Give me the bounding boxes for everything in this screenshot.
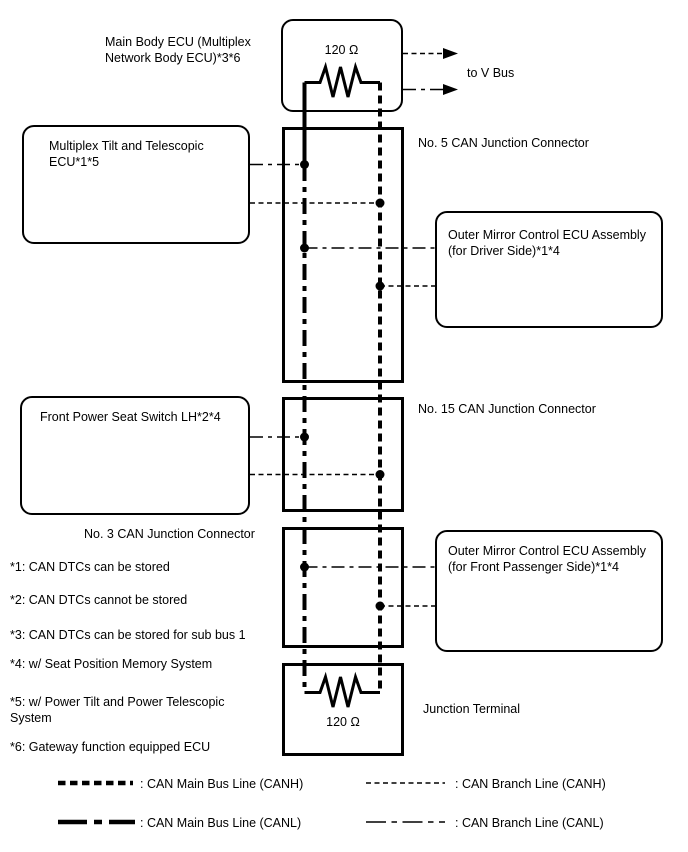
multiplex-tilt-ecu-label: Multiplex Tilt and Telescopic ECU*1*5 (49, 139, 204, 169)
junction-connector-3-box (282, 527, 404, 648)
junction-terminal-box: 120 Ω (282, 663, 404, 756)
mirror-driver-ecu-label: Outer Mirror Control ECU Assembly (for D… (448, 228, 646, 258)
mirror-passenger-ecu-box: Outer Mirror Control ECU Assembly (for F… (435, 530, 663, 652)
footnote-6: *6: Gateway function equipped ECU (10, 740, 211, 754)
legend-main-canh-label: : CAN Main Bus Line (CANH) (140, 777, 304, 791)
main-body-ecu-label: Main Body ECU (Multiplex Network Body EC… (105, 35, 251, 65)
to-v-bus-canh-arrow (403, 48, 458, 59)
junction-connector-15-box (282, 397, 404, 512)
footnote-5: *5: w/ Power Tilt and Power Telescopic S… (10, 695, 225, 725)
to-v-bus-canl-arrow (403, 84, 458, 95)
mirror-passenger-ecu-label: Outer Mirror Control ECU Assembly (for F… (448, 544, 646, 574)
multiplex-tilt-ecu-box: Multiplex Tilt and Telescopic ECU*1*5 (22, 125, 250, 244)
junction-dots (300, 160, 385, 611)
top-resistor-label: 120 Ω (324, 43, 359, 57)
to-v-bus-label: to V Bus (467, 66, 515, 80)
junction-connector-3-label: No. 3 CAN Junction Connector (84, 527, 255, 541)
legend-branch-canh-label: : CAN Branch Line (CANH) (455, 777, 606, 791)
seat-switch-label: Front Power Seat Switch LH*2*4 (40, 410, 221, 424)
junction-connector-5-box (282, 127, 404, 383)
legend-branch-canl-label: : CAN Branch Line (CANL) (455, 816, 604, 830)
footnote-2: *2: CAN DTCs cannot be stored (10, 593, 188, 607)
mirror-driver-ecu-box: Outer Mirror Control ECU Assembly (for D… (435, 211, 663, 328)
top-resistor-symbol (304, 61, 380, 98)
footnote-1: *1: CAN DTCs can be stored (10, 560, 170, 574)
bottom-resistor-label: 120 Ω (326, 715, 360, 729)
seat-switch-box: Front Power Seat Switch LH*2*4 (20, 396, 250, 515)
top-resistor-box: 120 Ω (281, 19, 403, 112)
bottom-resistor-symbol (304, 671, 380, 708)
footnote-4: *4: w/ Seat Position Memory System (10, 657, 213, 671)
junction-connector-15-label: No. 15 CAN Junction Connector (418, 402, 596, 416)
junction-connector-5-label: No. 5 CAN Junction Connector (418, 136, 589, 150)
legend-main-canl-label: : CAN Main Bus Line (CANL) (140, 816, 302, 830)
footnote-3: *3: CAN DTCs can be stored for sub bus 1 (10, 628, 246, 642)
junction-terminal-label: Junction Terminal (423, 702, 521, 716)
